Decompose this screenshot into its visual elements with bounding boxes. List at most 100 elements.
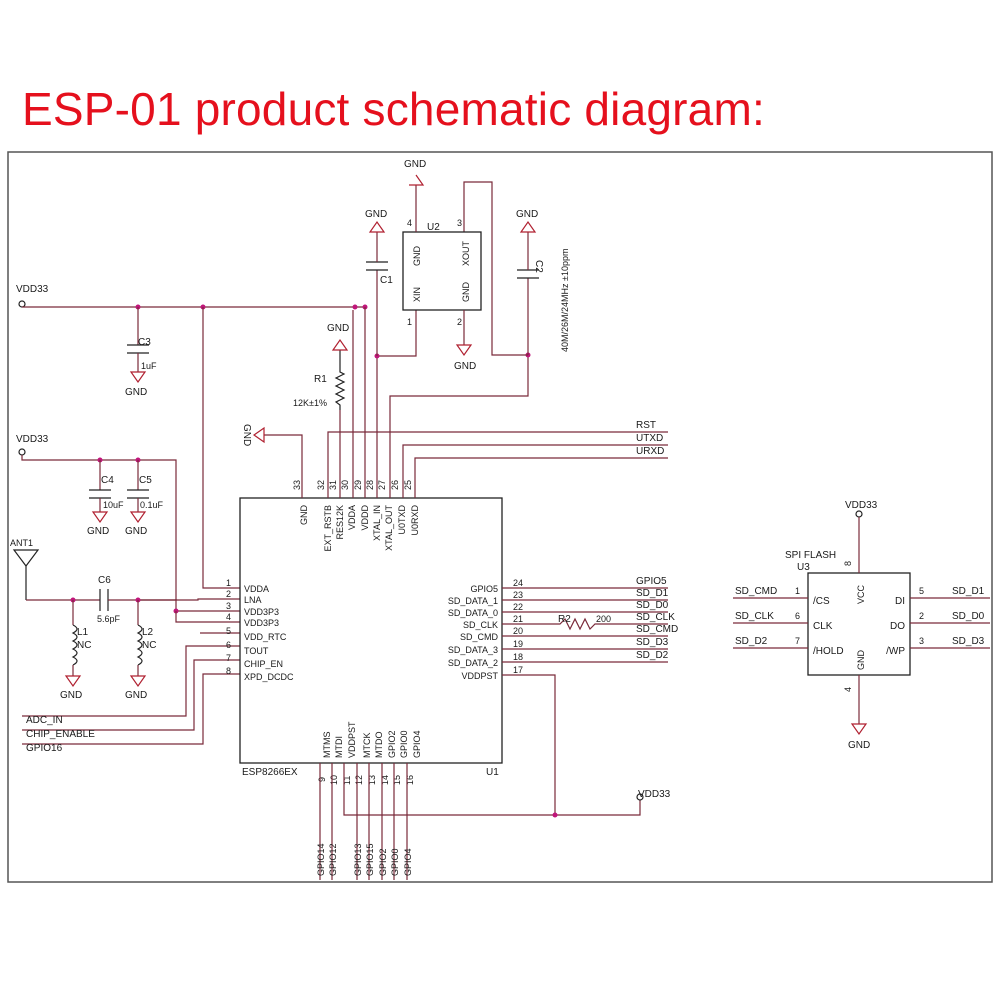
wire-vdd3p3-2 [175, 611, 240, 623]
net-label-urxd: URXD [636, 446, 664, 457]
pin-name: GPIO4 [412, 730, 422, 758]
pin-name: MTDI [334, 736, 344, 758]
pin-name: DI [895, 596, 905, 607]
pin-number: 4 [226, 612, 231, 622]
wire-vddpst [502, 674, 556, 815]
u3-net-hold: SD_D2 [735, 636, 768, 647]
resistor-r2-wire [502, 617, 668, 631]
pin-number: 4 [407, 218, 412, 228]
pin-number: 1 [795, 586, 800, 596]
c3-value: 1uF [141, 361, 157, 371]
wire-vdda [202, 307, 240, 589]
net-label-gpio4: GPIO4 [403, 848, 413, 876]
pin-number: 5 [919, 586, 924, 596]
inductor-l1 [71, 624, 78, 666]
pin-name: SD_CMD [460, 632, 499, 642]
c6-value: 5.6pF [97, 614, 121, 624]
u1-left-pins: 1 VDDA 2 LNA 3 VDD3P3 4 VDD3P3 5 VDD_RTC… [226, 578, 294, 682]
pin-name: GPIO2 [387, 730, 397, 758]
u3-net-do: SD_D0 [952, 611, 985, 622]
u1-right-pins: GPIO5 24 SD_DATA_1 23 SD_DATA_0 22 SD_CL… [448, 578, 523, 681]
u1-part-name: ESP8266EX [242, 767, 298, 778]
pin-number: 5 [226, 626, 231, 636]
c2-ref: C2 [533, 260, 544, 273]
schematic-frame [7, 151, 993, 883]
pin-name: VDD3P3 [244, 618, 279, 628]
ground-symbol [130, 511, 146, 523]
pin-name: RES12K [335, 505, 345, 540]
pin-name: EXT_RSTB [323, 505, 333, 552]
pin-number: 24 [513, 578, 523, 588]
net-label-gpio13: GPIO13 [353, 843, 363, 876]
pin-name: SD_DATA_2 [448, 658, 498, 668]
pin-name: GND [856, 650, 866, 671]
pin-number: 8 [843, 561, 853, 566]
ground-symbol [130, 371, 146, 383]
u1-bottom-pins: MTMS MTDI VDDPST MTCK MTDO GPIO2 GPIO0 G… [317, 721, 422, 785]
net-label-sd-d1: SD_D1 [636, 588, 669, 599]
u3-net-di: SD_D1 [952, 586, 985, 597]
l1-ref: L1 [77, 627, 89, 638]
pin-name: GND [461, 282, 471, 303]
net-label-sd-cmd: SD_CMD [636, 624, 678, 635]
pin-name: /CS [813, 596, 830, 607]
u3-part-name: SPI FLASH [785, 550, 836, 561]
ground-symbol [368, 220, 386, 233]
c4-gnd-label: GND [87, 526, 109, 537]
crystal-frequency-note: 40M/26M/24MHz ±10ppm [560, 249, 570, 352]
pin-number: 14 [380, 775, 390, 785]
pin-number: 7 [226, 653, 231, 663]
pin-number: 29 [353, 480, 363, 490]
pin-name: SD_DATA_1 [448, 596, 498, 606]
c4-value: 10uF [103, 500, 124, 510]
pin-name: VCC [856, 584, 866, 604]
pin-name: SD_DATA_0 [448, 608, 498, 618]
net-label-sd-d2: SD_D2 [636, 650, 669, 661]
c5-value: 0.1uF [140, 500, 164, 510]
pin-number: 27 [377, 480, 387, 490]
c5-gnd-label: GND [125, 526, 147, 537]
wire-vddpst-11 [343, 763, 641, 816]
vdd33-label-2: VDD33 [16, 434, 49, 445]
net-label-gpio16: GPIO16 [26, 743, 63, 754]
junction [352, 304, 358, 310]
pin-name: MTCK [362, 733, 372, 759]
net-label-chip-enable: CHIP_ENABLE [26, 729, 95, 740]
pin-number: 16 [405, 775, 415, 785]
net-label-utxd: UTXD [636, 433, 663, 444]
ground-symbol [331, 338, 349, 351]
pin-name: /WP [886, 646, 905, 657]
net-label-gpio2: GPIO2 [378, 848, 388, 876]
vdd33-rail-2 [21, 455, 240, 612]
u2-ref: U2 [427, 222, 440, 233]
gnd-label-33: GND [241, 424, 252, 446]
net-label-gpio15: GPIO15 [365, 843, 375, 876]
pin-number: 21 [513, 614, 523, 624]
c1-ref: C1 [380, 275, 393, 286]
pin-name: U0TXD [397, 505, 407, 535]
ground-symbol [455, 344, 473, 357]
wire-rst [327, 431, 668, 498]
page-title: ESP-01 product schematic diagram: [22, 83, 765, 135]
pin-name: SD_DATA_3 [448, 645, 498, 655]
pin-name: CHIP_EN [244, 659, 283, 669]
pin-number: 11 [342, 776, 352, 785]
pin-name: DO [890, 621, 905, 632]
pin-number: 23 [513, 590, 523, 600]
pin-name: MTDO [374, 732, 384, 759]
pin-number: 25 [403, 480, 413, 490]
c5-ref: C5 [139, 475, 152, 486]
pin-number: 30 [340, 480, 350, 490]
vdd33-label-1: VDD33 [16, 284, 49, 295]
net-label-gpio5: GPIO5 [636, 576, 667, 587]
c1-gnd-label: GND [365, 209, 387, 220]
c3-gnd-label: GND [125, 387, 147, 398]
u1-chip-body [239, 497, 503, 764]
wire-chip-enable [22, 659, 240, 731]
pin-name: XIN [412, 287, 422, 302]
u1-ref: U1 [486, 767, 499, 778]
pin-name: XTAL_IN [372, 505, 382, 541]
u2-gnd2-label: GND [454, 361, 476, 372]
pin-number: 1 [226, 578, 231, 588]
